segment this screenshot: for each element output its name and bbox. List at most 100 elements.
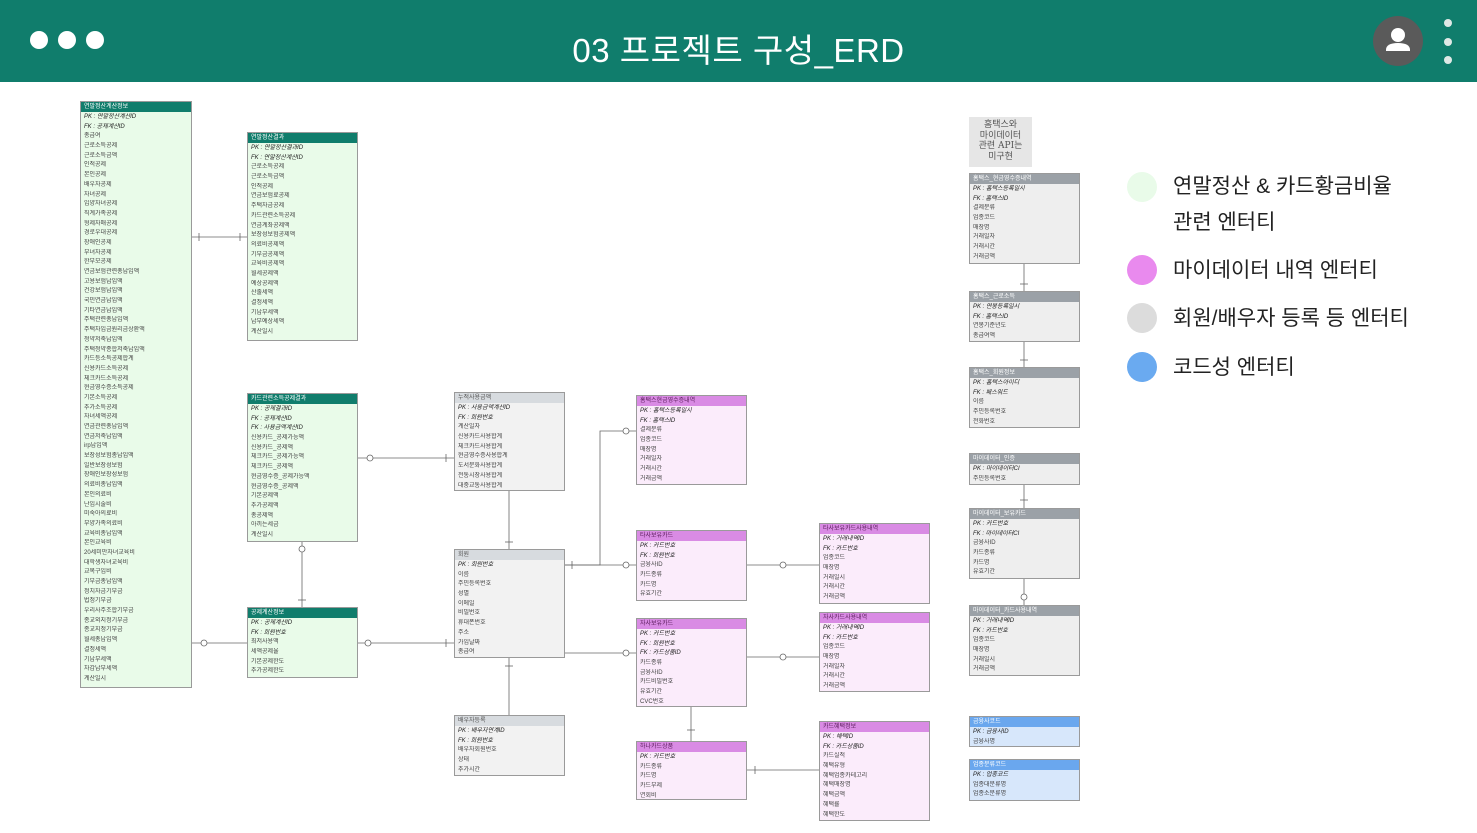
entity-field: PK : 사용금액계산ID <box>458 405 511 411</box>
entity-field: 매장명 <box>823 565 840 572</box>
entity-field: PK : 거래내역ID <box>823 625 865 631</box>
entity-field: 계산일시 <box>84 675 107 682</box>
entity-field: FK : 회원번호 <box>458 414 493 421</box>
entity-field: 납부예상세액 <box>251 319 285 326</box>
entity-field: 거래금액 <box>823 683 846 690</box>
entity-field: 결제분류 <box>640 427 663 434</box>
entity-field: 업종코드 <box>823 555 846 562</box>
entity-field: 추가시간 <box>458 766 481 773</box>
entity-field: 업종코드 <box>823 644 846 651</box>
user-icon[interactable] <box>1373 16 1423 66</box>
entity-field: 업종대분류명 <box>973 781 1007 788</box>
entity-field: 연회비 <box>640 792 657 799</box>
entity-field: 카드부제 <box>640 783 663 790</box>
entity-field: 청약저축납입액 <box>84 336 123 343</box>
entity-field: 가입날짜 <box>458 639 481 646</box>
entity-field: 카드명 <box>973 559 990 566</box>
entity-field: 추가공제한도 <box>251 668 285 675</box>
entity-field: 입양자녀공제 <box>84 201 118 208</box>
top-bar: 03 프로젝트 구성_ERD <box>0 0 1477 82</box>
entity-field: PK : 홈택스등록일시 <box>640 408 692 414</box>
entity-field: 주택차입금원리금상환액 <box>84 327 145 334</box>
entity-title: 누적사용금액 <box>455 393 564 403</box>
entity-field: 유효기간 <box>973 569 996 576</box>
entity-title: 금융사코드 <box>970 717 1079 727</box>
entity-field: 카드종류 <box>640 660 663 667</box>
entity-field: 교육비총납입액 <box>84 530 123 537</box>
entity-field: 대학생자녀교육비 <box>84 559 129 566</box>
entity-field: 체크카드사용합계 <box>458 443 503 450</box>
entity-field: 카드관련소득공제 <box>251 212 296 219</box>
entity-field: PK : 공제계산ID <box>251 620 293 626</box>
entity-field: 종교외지정기부금 <box>84 617 129 624</box>
entity-field: 카드명 <box>640 773 657 780</box>
entity-field: 업종코드 <box>973 215 996 222</box>
entity-field: PK : 거래내역ID <box>973 618 1015 624</box>
entity-field: 거래시간 <box>823 584 846 591</box>
entity-field: 대중교통사용합계 <box>458 482 503 489</box>
entity-field: 카드종류 <box>640 763 663 770</box>
entity-field: 연금보험관련총납입액 <box>84 269 140 275</box>
entity-field: 정치자금기부금 <box>84 588 123 595</box>
entity-field: 고용보험납입액 <box>84 278 123 285</box>
entity-field: 난임시술비 <box>84 501 112 508</box>
dots-icon[interactable] <box>30 31 104 49</box>
entity-field: PK : 카드번호 <box>973 521 1009 527</box>
entity-field: 카드등소득공제합계 <box>84 356 134 363</box>
entity-field: 기부금총납입액 <box>84 579 123 585</box>
entity-field: 본인교육비 <box>84 540 112 547</box>
entity-title: 연말정산결과 <box>248 133 357 143</box>
entity-title: 마이데이터_보유카드 <box>970 509 1079 519</box>
entity-field: 유효기간 <box>640 591 663 598</box>
entity-field: 주소 <box>458 629 470 636</box>
entity-field: 최저사용액 <box>251 639 279 646</box>
entity-field: FK : 회원번호 <box>251 629 286 636</box>
entity-field: 카드종류 <box>973 550 996 557</box>
entity-title: 타사보유카드사용내역 <box>820 524 929 534</box>
entity-field: 연금저축납입액 <box>84 433 123 440</box>
entity-field: FK : 패스워드 <box>973 389 1008 396</box>
entity-field: 이메일 <box>458 600 475 607</box>
entity-field: 금융사ID <box>640 669 663 676</box>
entity-title: 공제계산정보 <box>248 608 357 618</box>
kebab-icon[interactable] <box>1442 19 1454 65</box>
entity-field: 혜택률 <box>823 801 840 808</box>
entity-title: 홈택스_회원정보 <box>970 368 1079 378</box>
entity-field: 신용카드_공제가능액 <box>251 435 305 442</box>
entity-field: 업종코드 <box>640 437 663 444</box>
entity-field: 산출세액 <box>251 290 274 297</box>
entity-field: PK : 거래내역ID <box>823 536 865 542</box>
legend-dot <box>1127 303 1157 333</box>
entity-field: 매장명 <box>973 224 990 231</box>
entity-field: PK : 카드번호 <box>640 631 676 637</box>
entity-field: PK : 금융사ID <box>973 729 1009 735</box>
entity-field: FK : 회원번호 <box>640 552 675 559</box>
entity-field: PK : 연말정산결과ID <box>251 145 304 151</box>
entity-field: 주택관련총납입액 <box>84 317 129 324</box>
entity-field: 금융사명 <box>973 738 996 745</box>
entity-field: 본인의료비 <box>84 491 112 498</box>
entity-field: 총급여액 <box>973 333 996 340</box>
entity-field: PK : 배우자연계ID <box>458 728 505 734</box>
entity-field: FK : 사용금액계산ID <box>251 425 303 432</box>
entity-field: 거래시간 <box>823 673 846 680</box>
entity-field: 자녀공제 <box>84 191 107 198</box>
entity-title: 타사보유카드 <box>637 531 746 541</box>
entity-field: 총공제액 <box>251 512 274 519</box>
entity-field: 휴대폰번호 <box>458 620 486 627</box>
entity-field: 건강보험납입액 <box>84 288 123 295</box>
entity-field: 인적공제 <box>251 183 274 190</box>
entity-field: 전화번호 <box>973 418 996 425</box>
entity-title: 마이데이터_카드사용내역 <box>970 606 1079 616</box>
entity-field: PK : 카드번호 <box>640 543 676 549</box>
